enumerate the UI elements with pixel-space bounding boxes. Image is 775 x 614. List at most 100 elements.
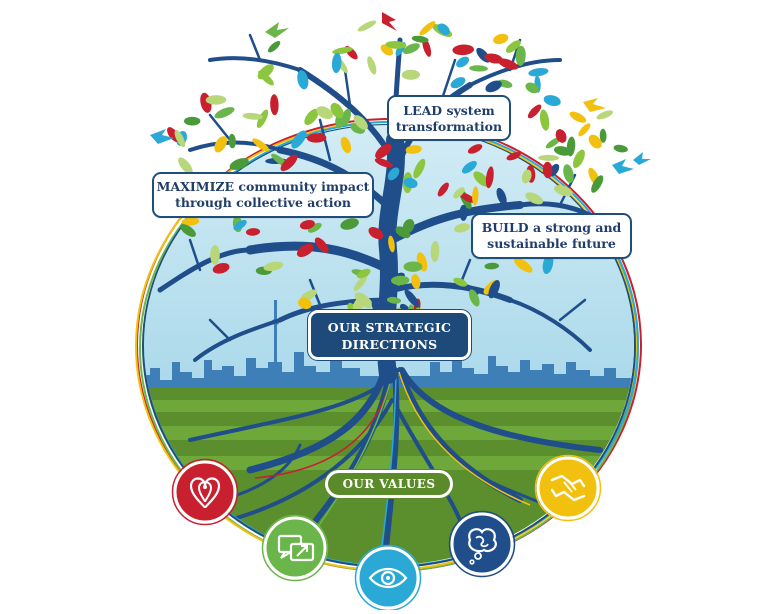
leaf (180, 224, 196, 237)
leaf (257, 64, 274, 80)
bird-icon (382, 12, 397, 31)
handshake-icon (534, 454, 602, 522)
leaf (402, 43, 420, 55)
bird-icon (583, 98, 606, 112)
leaf (596, 110, 613, 120)
leaf (413, 158, 426, 179)
value-icons (171, 454, 602, 612)
leaf (367, 56, 377, 75)
leaf (387, 167, 400, 181)
leaf (419, 21, 436, 36)
leaf (459, 204, 468, 221)
leaf (528, 67, 549, 77)
maximize-label-line2: through collective action (175, 195, 351, 210)
leaf (453, 187, 465, 199)
leaf (452, 44, 474, 56)
bird-icon (612, 159, 634, 174)
leaf (296, 243, 314, 258)
leaf (460, 192, 476, 203)
bird-icons (150, 12, 651, 174)
build-label-line2: sustainable future (487, 236, 616, 251)
leaf (513, 257, 533, 273)
leaf (229, 158, 249, 170)
build-label-line1: BUILD a strong and (481, 220, 622, 235)
leaf (525, 192, 544, 205)
leaf (613, 144, 628, 153)
leaf (437, 23, 450, 36)
leaf (515, 45, 526, 66)
leaf (468, 289, 480, 307)
leaf (316, 106, 333, 120)
leaf (233, 219, 247, 231)
leaf (291, 130, 307, 149)
leaf (572, 149, 585, 169)
leaf (314, 237, 329, 253)
leaf (467, 144, 483, 154)
leaf (386, 296, 402, 304)
bird-icon (633, 152, 651, 165)
leaf (588, 134, 602, 149)
leaf (388, 235, 395, 253)
leaf (252, 138, 270, 152)
leaf (578, 123, 591, 137)
leaf (214, 136, 228, 153)
leaf (543, 95, 561, 107)
leaf (353, 275, 368, 292)
leaf (473, 171, 490, 187)
leaf (357, 20, 377, 32)
leaf (505, 40, 521, 53)
leaf (599, 128, 607, 143)
strategic-directions-label: OUR STRATEGIC DIRECTIONS (308, 310, 471, 360)
leaf (525, 82, 539, 94)
leaf (485, 166, 494, 189)
leaf (437, 182, 449, 197)
leaf (469, 65, 488, 72)
leaf (174, 129, 186, 148)
leaf (411, 35, 429, 43)
leaf (555, 129, 567, 143)
leaf (181, 217, 200, 226)
leaf (591, 175, 604, 193)
leaf (521, 169, 532, 184)
leaf (178, 157, 193, 175)
eye-icon (354, 544, 422, 612)
leaf (538, 154, 559, 161)
leaf (569, 111, 587, 123)
leaf (298, 297, 312, 310)
leaf (184, 116, 201, 126)
lead-label-line1: LEAD system (403, 103, 495, 118)
maximize-label: MAXIMIZE community impact through collec… (152, 172, 374, 218)
leaf (374, 158, 393, 168)
leaf (214, 107, 235, 119)
leaf (485, 80, 502, 93)
leaf (228, 133, 236, 149)
leaf (554, 185, 573, 197)
strategic-label-line1: OUR STRATEGIC (327, 320, 452, 335)
leaf (245, 228, 261, 236)
leaf (242, 112, 263, 120)
leaf (484, 53, 503, 64)
our-values-label: OUR VALUES (325, 470, 453, 498)
leaf (340, 136, 352, 154)
leaf (401, 69, 421, 80)
leaf (563, 164, 574, 183)
leaf (411, 274, 421, 290)
bird-icon (265, 22, 289, 38)
leaf (332, 47, 353, 55)
leaf (391, 275, 410, 286)
leaf (497, 58, 519, 70)
leaf (405, 145, 422, 154)
leaf (527, 104, 542, 119)
bird-icon (150, 129, 174, 144)
leaf (340, 218, 359, 230)
leaf (297, 70, 309, 90)
chat-arrow-icon (261, 514, 329, 582)
leaf (453, 277, 468, 287)
lead-label: LEAD system transformation (387, 95, 511, 141)
leaf (263, 261, 284, 272)
heart-location-icon (171, 458, 239, 526)
build-label: BUILD a strong and sustainable future (471, 213, 632, 259)
leaf (403, 261, 423, 272)
leaf (545, 137, 561, 149)
